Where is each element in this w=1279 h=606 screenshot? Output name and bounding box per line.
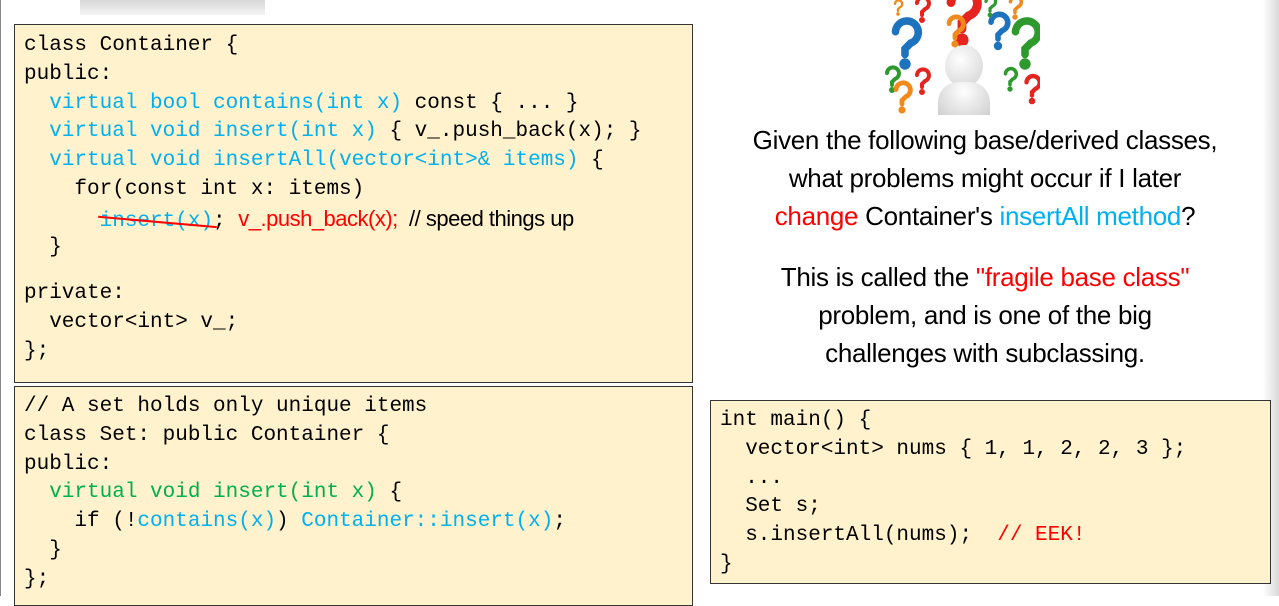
code-token <box>24 210 100 233</box>
code-line: for(const int x: items) <box>24 176 692 205</box>
code-token: Container::insert(x) <box>301 510 554 534</box>
code-line: int main() { <box>720 407 1270 436</box>
container-class-code-box: class Container { public: virtual bool co… <box>14 24 693 383</box>
code-token: virtual void insertAll(vector<int>& item… <box>49 149 579 173</box>
code-token: // EEK! <box>997 524 1086 548</box>
explanation-line-3: challenges with subclassing. <box>825 338 1145 368</box>
code-line: virtual void insert(int x) { <box>24 479 692 508</box>
question-mark: ? <box>1181 201 1196 231</box>
code-token: vector<int> nums { 1, 1, 2, 2, 3 }; <box>720 437 1187 461</box>
explanation-line-1: This is called the "fragile base class" <box>700 258 1270 296</box>
code-token: class Set: public Container { <box>24 423 390 447</box>
code-line: }; <box>24 338 692 367</box>
code-token <box>24 149 49 172</box>
explanation-line-2: problem, and is one of the big <box>818 300 1152 330</box>
code-line: if (!contains(x)) Container::insert(x); <box>24 508 692 537</box>
question-line-1: Given the following base/derived classes… <box>752 125 1218 155</box>
code-token: vector<int> v_; <box>24 311 239 335</box>
main-function-code-box: int main() { vector<int> nums { 1, 1, 2,… <box>710 400 1271 584</box>
code-token: virtual void insert(int x) <box>49 481 377 505</box>
slide-left-border <box>0 0 1 596</box>
code-gap <box>24 262 692 280</box>
question-mid: Container's <box>858 201 1000 231</box>
code-token: }; <box>24 567 50 591</box>
code-line: vector<int> v_; <box>24 309 692 338</box>
code-line: virtual void insertAll(vector<int>& item… <box>24 147 692 176</box>
question-line-2: what problems might occur if I later <box>788 163 1182 193</box>
code-line: private: <box>24 280 692 309</box>
code-token: for(const int x: items) <box>24 177 365 201</box>
code-token: private: <box>24 282 125 306</box>
question-line-3: change Container's insertAll method? <box>700 197 1270 235</box>
code-token: virtual bool contains(int x) <box>49 91 403 115</box>
insertall-method-word: insertAll method <box>999 201 1182 231</box>
code-token: { v_.push_back(x); } <box>376 120 642 144</box>
code-line: } <box>24 537 692 566</box>
code-line: // A set holds only unique items <box>24 393 692 422</box>
struck-code-token: insert(x) <box>99 209 214 233</box>
code-token: class Container { <box>24 34 239 57</box>
code-token <box>24 481 49 504</box>
code-token: }; <box>24 339 50 363</box>
code-token: } <box>24 538 62 562</box>
code-token: // A set holds only unique items <box>24 395 428 418</box>
code-token <box>24 120 49 143</box>
code-line: } <box>720 551 1270 580</box>
code-line: }; <box>24 566 692 595</box>
code-token: v_.push_back(x); <box>238 205 398 231</box>
code-token: // speed things up <box>397 205 574 231</box>
fragile-base-class-term: "fragile base class" <box>975 262 1190 292</box>
code-line: class Container { <box>24 32 692 61</box>
set-class-code-box: // A set holds only unique items class Se… <box>14 386 693 606</box>
confused-person-question-marks-icon <box>880 0 1040 115</box>
code-token: public: <box>24 62 113 86</box>
code-line: public: <box>24 451 692 480</box>
code-line: virtual void insert(int x) { v_.push_bac… <box>24 118 692 147</box>
code-token: ; <box>553 510 566 534</box>
code-line: s.insertAll(nums); // EEK! <box>720 522 1270 551</box>
code-line: Set s; <box>720 493 1270 522</box>
code-token: ) <box>276 510 302 534</box>
code-line: public: <box>24 61 692 90</box>
code-token: virtual void insert(int x) <box>49 120 377 144</box>
code-token: const { ... } <box>402 91 579 115</box>
code-token: } <box>24 235 62 259</box>
code-token <box>24 92 49 115</box>
code-token: Set s; <box>720 495 821 519</box>
explanation-lead: This is called the <box>780 262 976 292</box>
code-token: contains(x) <box>137 510 277 534</box>
code-token: { <box>578 149 604 173</box>
code-line: ... <box>720 465 1270 494</box>
question-text: Given the following base/derived classes… <box>700 121 1270 235</box>
code-token: if (! <box>24 510 138 534</box>
cropped-image-fragment <box>80 0 265 15</box>
code-token: } <box>720 552 733 576</box>
code-token: int main() { <box>720 409 872 432</box>
code-token: s.insertAll(nums); <box>720 524 998 548</box>
code-token: ... <box>720 466 784 490</box>
explanation-text: This is called the "fragile base class" … <box>700 258 1270 372</box>
code-line: } <box>24 234 692 263</box>
code-line: vector<int> nums { 1, 1, 2, 2, 3 }; <box>720 436 1270 465</box>
code-token: { <box>376 481 403 505</box>
code-line: class Set: public Container { <box>24 422 692 451</box>
code-token: ; <box>213 209 239 233</box>
code-line: insert(x); v_.push_back(x); // speed thi… <box>24 205 692 234</box>
code-token: public: <box>24 452 113 476</box>
code-line: virtual bool contains(int x) const { ...… <box>24 90 692 119</box>
change-word: change <box>774 201 859 231</box>
